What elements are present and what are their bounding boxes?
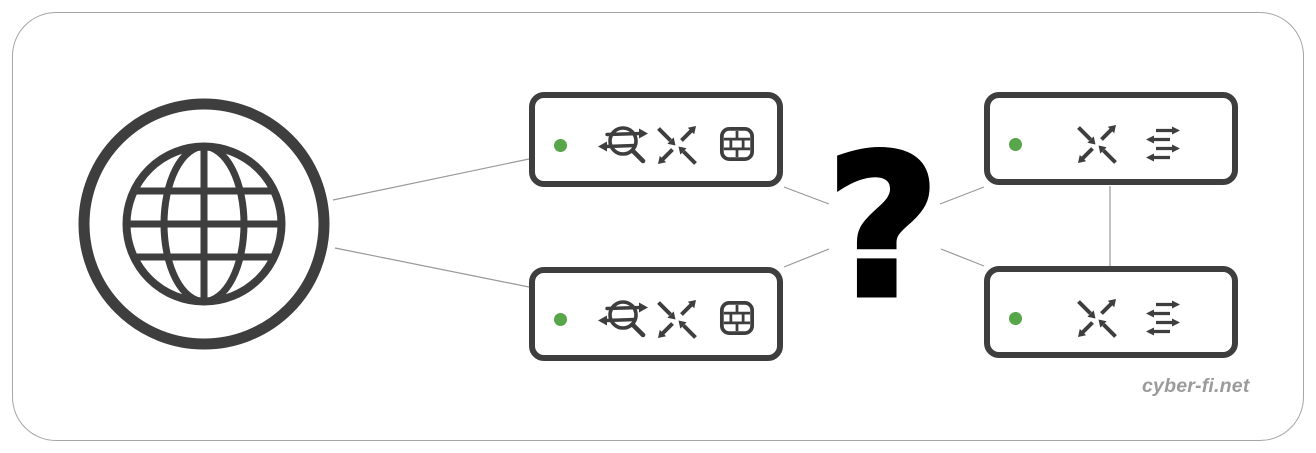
firewall-bricks-icon [719, 300, 755, 336]
switching-cross-icon [1074, 121, 1120, 167]
status-led-icon [1009, 138, 1022, 151]
internet-globe-icon [70, 90, 338, 358]
edge-firewall-2 [529, 267, 783, 361]
status-led-icon [1009, 312, 1022, 325]
nat-arrows-icon [595, 115, 651, 167]
edge-firewall-1 [529, 92, 783, 187]
link-unknown-switch1 [939, 186, 985, 205]
status-led-icon [554, 139, 567, 152]
site-watermark: cyber-fi.net [1142, 375, 1250, 397]
link-internet-firewall2 [334, 247, 530, 288]
link-unknown-switch2 [940, 248, 985, 267]
switch-1 [984, 92, 1238, 185]
status-led-icon [554, 313, 567, 326]
switching-cross-icon [654, 296, 700, 342]
switching-cross-icon [1074, 295, 1120, 341]
lan-forwarding-arrows-icon [1145, 126, 1181, 162]
nat-arrows-icon [595, 289, 651, 341]
unknown-device-question-mark: ? [824, 114, 943, 342]
link-firewall1-unknown [783, 186, 830, 205]
switching-cross-icon [654, 122, 700, 168]
firewall-bricks-icon [719, 126, 755, 162]
link-firewall2-unknown [783, 248, 830, 268]
lan-forwarding-arrows-icon [1145, 300, 1181, 336]
switch-2 [984, 266, 1238, 358]
link-internet-firewall1 [332, 158, 530, 201]
